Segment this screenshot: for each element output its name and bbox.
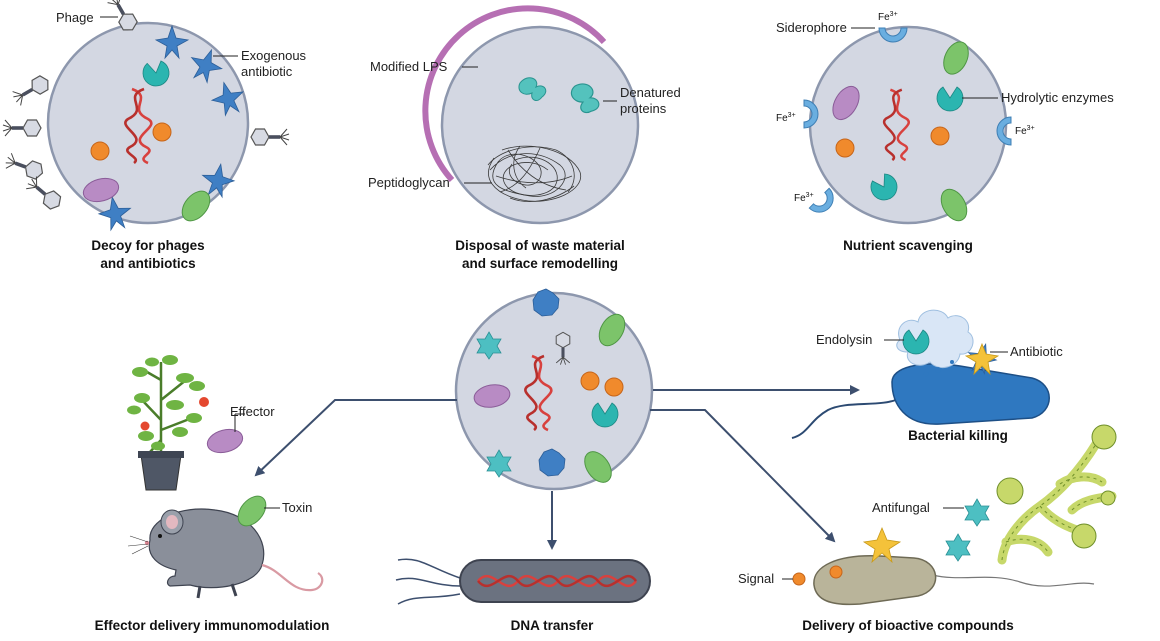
vesicle-disposal [440,25,640,225]
orange-particle [604,377,624,397]
disposal-caption-line1: Disposal of waste material [455,238,625,253]
yellow-star-icon [964,342,1000,376]
orange-particle [580,371,600,391]
decoy-caption-line2: and antibiotics [100,256,195,271]
phage-icon [250,128,290,146]
decoy-caption-line1: Decoy for phages [91,238,204,253]
disposal-caption-line2: and surface remodelling [462,256,618,271]
phage-icon [2,119,42,137]
bacterium-icon [891,363,1050,425]
effector-icon [204,425,246,457]
antifungal-icon [945,533,971,562]
panel-effector: Effector Toxin Effector delivery immunom… [95,355,330,633]
modified-lps-arc [422,5,607,183]
effector-caption: Effector delivery immunomodulation [95,618,330,633]
vesicle-decoy [46,21,250,225]
mouse-icon [127,508,324,599]
orange-particle [930,126,950,146]
phage-label: Phage [56,10,94,25]
iron-ion-label: Fe3+ [776,112,796,124]
iron-ion-label: Fe3+ [1015,125,1035,137]
panel-killing: Endolysin Antibiotic Bacterial killing [791,309,1063,443]
arrow-to-effector [254,399,457,477]
arrows [254,385,860,550]
exogenous-antibiotic-label-line2: antibiotic [241,64,293,79]
orange-particle [152,122,172,142]
antifungal-label: Antifungal [872,500,930,515]
panel-center-vesicle [454,288,654,491]
iron-ion-label: Fe3+ [794,192,814,204]
killing-caption: Bacterial killing [908,428,1008,443]
peptidoglycan-label: Peptidoglycan [368,175,450,190]
bioactive-caption: Delivery of bioactive compounds [802,618,1014,633]
siderophore-label: Siderophore [776,20,847,35]
denatured-proteins-label-line1: Denatured [620,85,681,100]
signal-molecule-icon [792,572,806,586]
iron-ion-label: Fe3+ [878,11,898,23]
panel-disposal: Modified LPS Denatured proteins Peptidog… [368,5,681,271]
phage-icon [3,151,46,182]
fungus-icon [996,424,1117,565]
hydrolytic-enzymes-label: Hydrolytic enzymes [1001,90,1114,105]
signal-molecule-icon [829,565,843,579]
phage-icon [24,174,65,213]
arrow-to-bioactive [650,409,836,543]
siderophore-icon [808,187,840,219]
plant-icon [127,355,209,491]
panel-bioactive: Antifungal Signal Delivery of bioactive … [738,424,1117,633]
bacterium-icon [813,555,937,606]
exogenous-antibiotic-label-line1: Exogenous [241,48,307,63]
orange-particle [90,141,110,161]
dna-transfer-caption: DNA transfer [511,618,595,633]
phage-icon [10,72,53,108]
panel-decoy: Phage Exogenous antibiotic Decoy for pha… [2,0,307,271]
signal-label: Signal [738,571,774,586]
modified-lps-label: Modified LPS [370,59,448,74]
denatured-proteins-label-line2: proteins [620,101,667,116]
antibiotic-label: Antibiotic [1010,344,1063,359]
bacterium-icon [459,559,651,603]
orange-particle [835,138,855,158]
toxin-label: Toxin [282,500,312,515]
panel-dna-transfer: DNA transfer [395,558,651,633]
yellow-star-icon [862,526,902,564]
antifungal-icon [964,498,990,527]
nutrient-caption: Nutrient scavenging [843,238,973,253]
effector-label: Effector [230,404,275,419]
peptidoglycan-mesh-icon [487,145,582,202]
panel-nutrient: Fe3+ Fe3+ Fe3+ Fe3+ Siderophore Hydrolyt… [776,11,1114,253]
endolysin-label: Endolysin [816,332,872,347]
